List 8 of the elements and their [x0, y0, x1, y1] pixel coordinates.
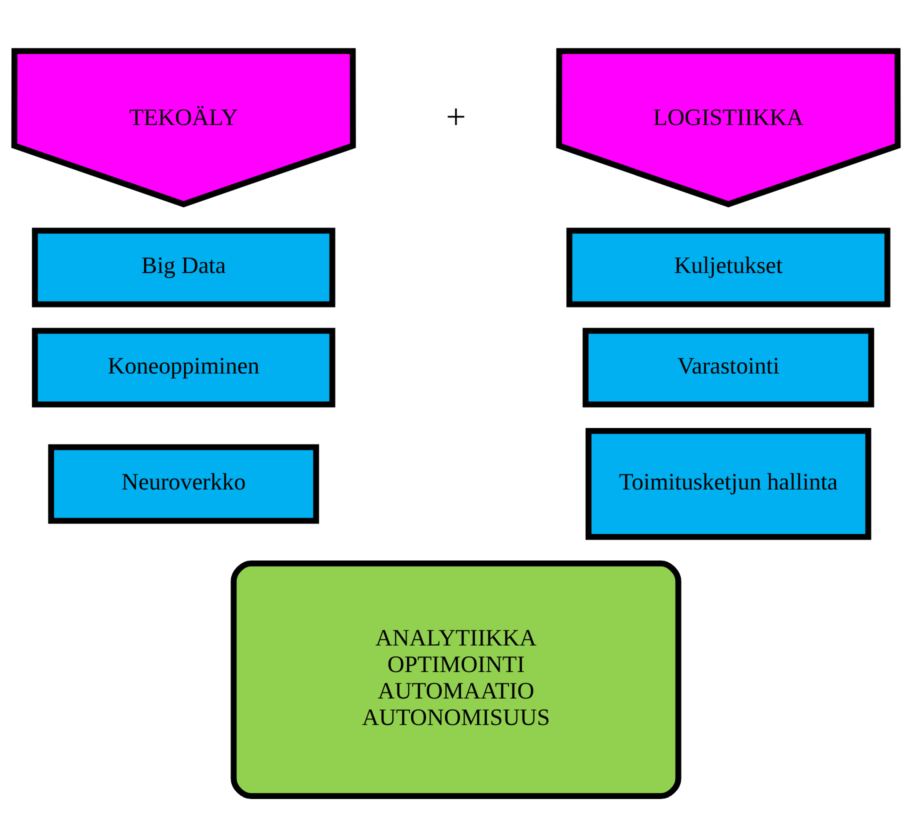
- label: +: [446, 97, 466, 136]
- node-box: Koneoppiminen: [32, 327, 336, 407]
- node-box: Kuljetukset: [566, 227, 890, 307]
- node-box: Big Data: [32, 227, 336, 307]
- node-box: Neuroverkko: [48, 444, 320, 524]
- node-box: ANALYTIIKKA OPTIMOINTI AUTOMAATIO AUTONOMISUUS: [230, 560, 682, 799]
- node-box: Varastointi: [582, 327, 874, 407]
- node-box: Toimitusketjun hallinta: [586, 428, 872, 540]
